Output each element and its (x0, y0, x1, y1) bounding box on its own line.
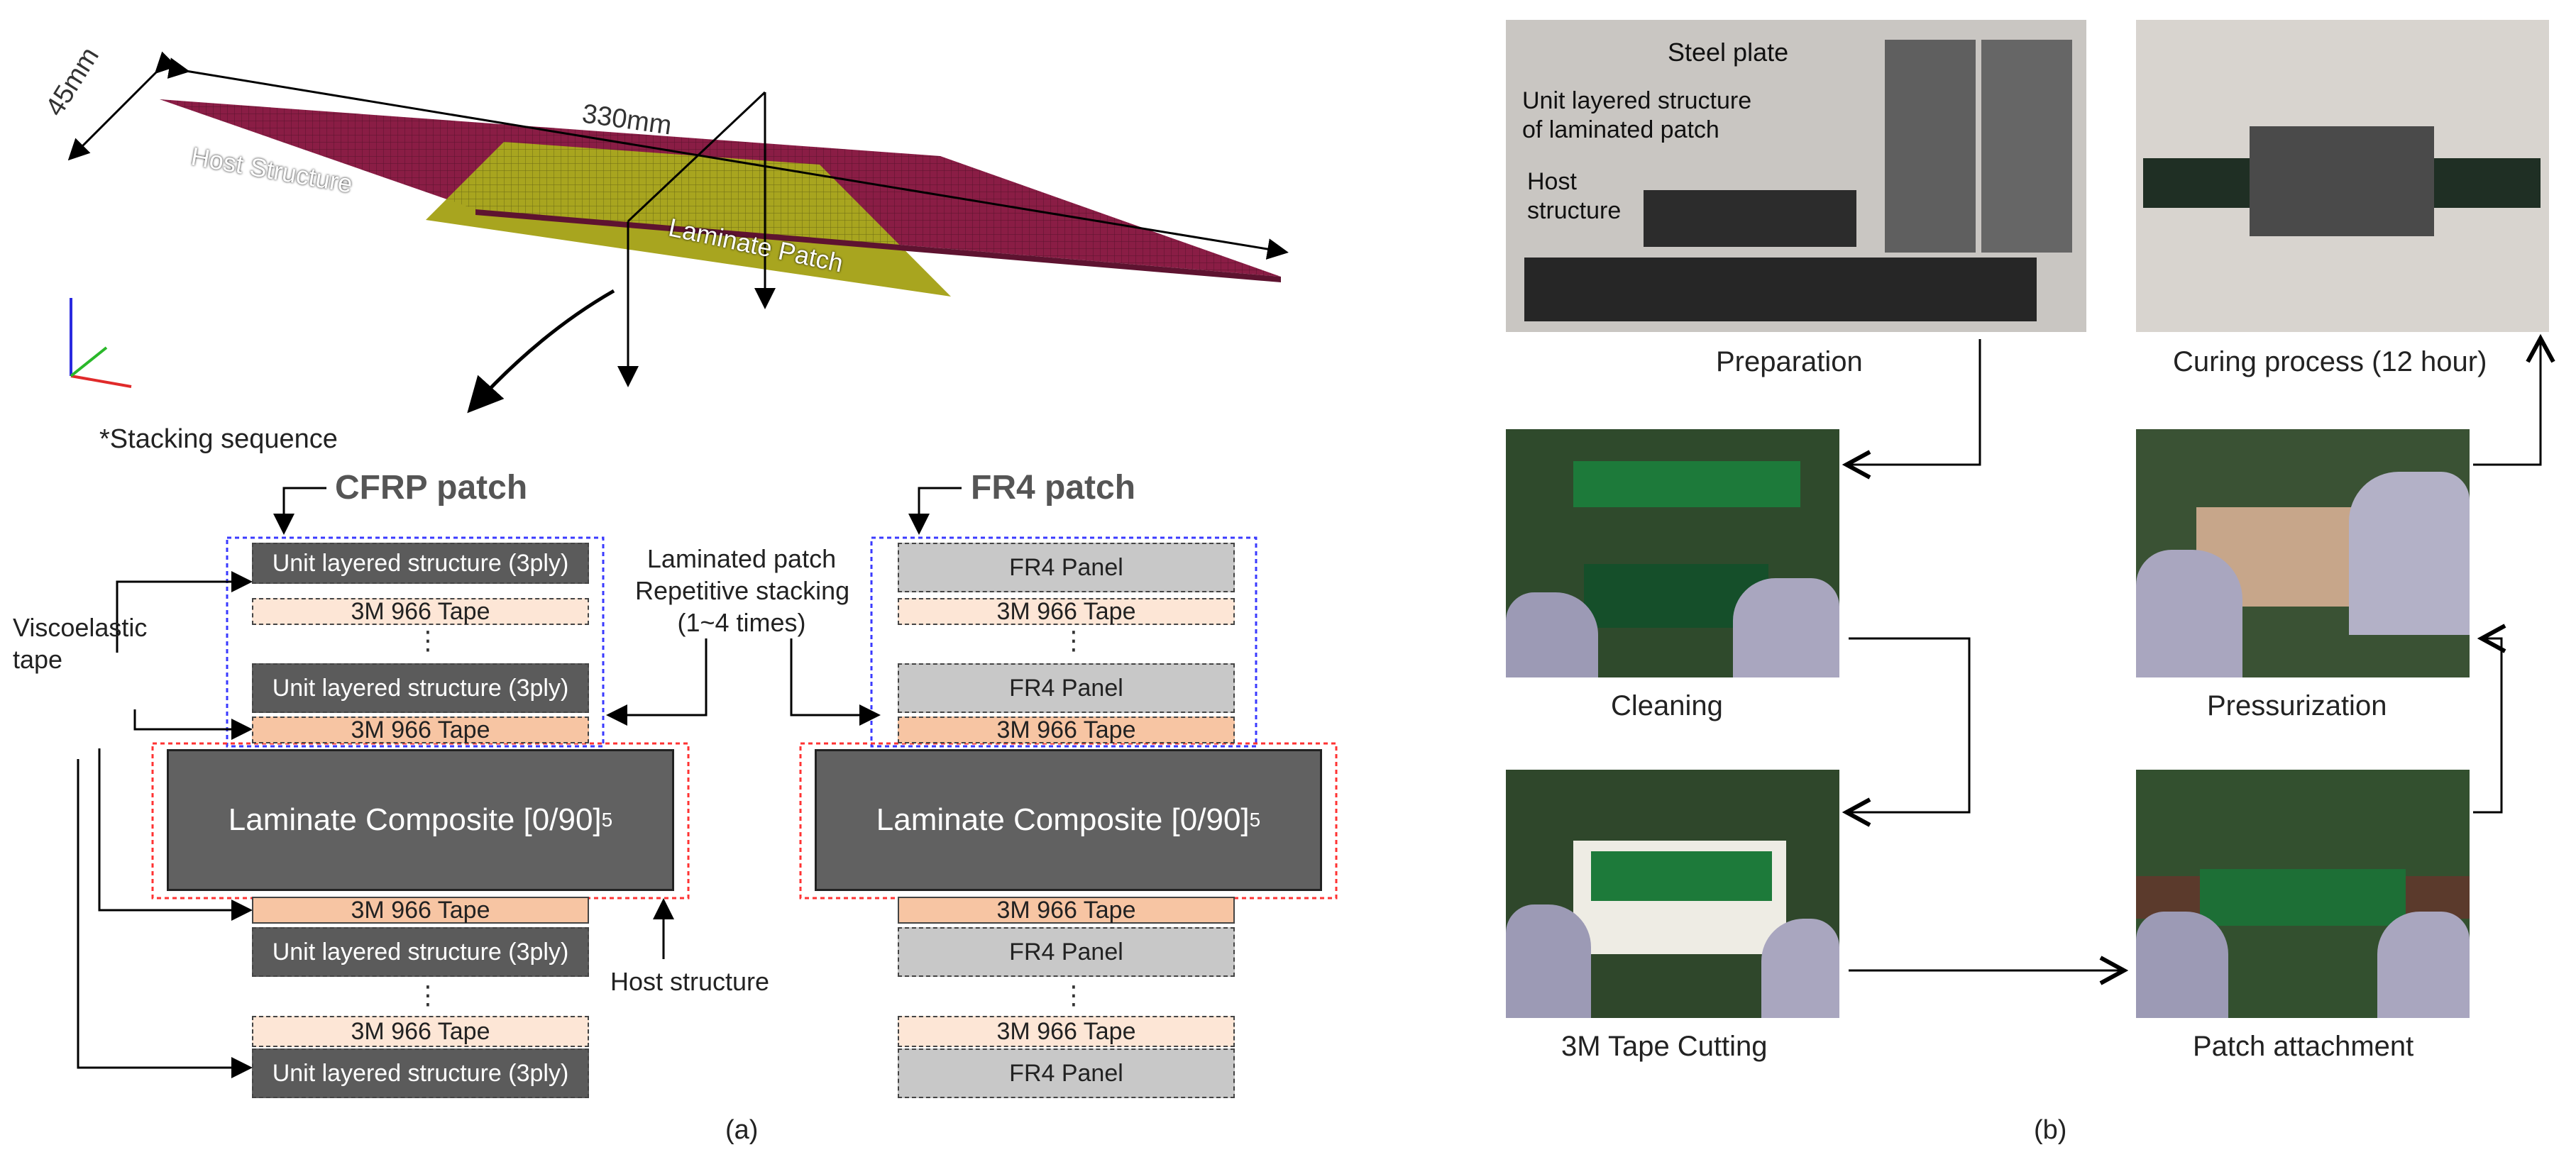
left-glove (1506, 904, 1591, 1018)
fr4-upper-dots: ⋮ (1061, 626, 1086, 655)
stacking-sequence-title: *Stacking sequence (99, 424, 338, 454)
left-glove (1506, 592, 1598, 677)
patch-attachment-photo (2136, 770, 2470, 1018)
curing-caption: Curing process (12 hour) (2173, 346, 2487, 377)
tape-cutting-caption: 3M Tape Cutting (1561, 1031, 1768, 1062)
prep-steel-plate-label: Steel plate (1668, 38, 1789, 67)
tape-cutting-photo (1506, 770, 1839, 1018)
preparation-photo (1506, 20, 2086, 332)
laminate-label: Laminate Composite [0/90] (876, 802, 1250, 837)
right-glove (1733, 578, 1839, 677)
cfrp-unit-layer-3: Unit layered structure (3ply) (252, 927, 589, 977)
flow-arrows (1849, 339, 2541, 970)
steel-plate-1 (1885, 40, 1976, 253)
green-patch (2200, 869, 2406, 926)
fr4-tape-3: 3M 966 Tape (898, 897, 1235, 924)
laminated-patch-label: Laminated patch Repetitive stacking (1~4… (635, 544, 850, 637)
laminate-label: Laminate Composite [0/90] (228, 802, 602, 837)
cfrp-upper-dots: ⋮ (415, 626, 441, 655)
fr4-tape-2: 3M 966 Tape (898, 716, 1235, 743)
prep-unit-label: Unit layered structure of laminated patc… (1522, 87, 1752, 143)
right-glove (2377, 912, 2470, 1018)
fr4-panel-2: FR4 Panel (898, 663, 1235, 713)
cfrp-unit-layer-2: Unit layered structure (3ply) (252, 663, 589, 713)
cleaning-photo (1506, 429, 1839, 677)
pressurization-caption: Pressurization (2207, 690, 2387, 721)
fr4-laminate-composite: Laminate Composite [0/90]5 (815, 749, 1322, 891)
cfrp-lower-dots: ⋮ (415, 980, 441, 1009)
right-glove (2349, 472, 2470, 635)
plate-model (160, 99, 1281, 297)
cfrp-tape-2: 3M 966 Tape (252, 716, 589, 743)
viscoelastic-tape-label: Viscoelastic tape (13, 613, 148, 674)
fr4-panel-1: FR4 Panel (898, 543, 1235, 592)
host-structure-piece (1524, 258, 2037, 321)
cfrp-tape-3: 3M 966 Tape (252, 897, 589, 924)
laminate-subscript: 5 (1249, 809, 1261, 831)
cfrp-unit-layer-1: Unit layered structure (3ply) (252, 543, 589, 584)
fr4-patch-title: FR4 patch (971, 469, 1136, 507)
patch-attachment-caption: Patch attachment (2193, 1031, 2414, 1062)
fr4-lower-dots: ⋮ (1061, 980, 1086, 1009)
curing-photo (2136, 20, 2549, 332)
host-structure-pointer-label: Host structure (610, 967, 770, 996)
panel-b-label: (b) (2034, 1115, 2067, 1145)
right-glove (1761, 919, 1839, 1018)
prep-host-label: Host structure (1527, 168, 1622, 224)
steel-plate-2 (1981, 40, 2072, 253)
width-dimension-arrow (67, 51, 177, 161)
cfrp-patch-title: CFRP patch (335, 469, 528, 507)
cfrp-unit-layer-4: Unit layered structure (3ply) (252, 1048, 589, 1098)
cfrp-patch-box (226, 536, 605, 748)
fr4-panel-3: FR4 Panel (898, 927, 1235, 977)
length-dimension-arrow (167, 57, 1289, 260)
green-panel (1573, 461, 1800, 507)
preparation-caption: Preparation (1716, 346, 1863, 377)
fr4-tape-4: 3M 966 Tape (898, 1016, 1235, 1047)
cfrp-tape-4: 3M 966 Tape (252, 1016, 589, 1047)
green-patch (1591, 851, 1772, 901)
cfrp-host-box (151, 742, 690, 900)
curved-arrow-icon (467, 289, 615, 414)
pressurization-photo (2136, 429, 2470, 677)
laminate-subscript: 5 (601, 809, 613, 831)
cfrp-laminate-composite: Laminate Composite [0/90]5 (167, 749, 674, 891)
left-glove (2136, 912, 2228, 1018)
panel-a-label: (a) (725, 1115, 759, 1145)
cleaning-caption: Cleaning (1611, 690, 1723, 721)
unit-layer-piece (1644, 190, 1856, 247)
fr4-tape-1: 3M 966 Tape (898, 598, 1235, 625)
fr4-panel-4: FR4 Panel (898, 1048, 1235, 1098)
fr4-host-box (799, 742, 1338, 900)
steel-clamp (2250, 126, 2434, 236)
cfrp-tape-1: 3M 966 Tape (252, 598, 589, 625)
axis-triad-icon (70, 298, 132, 388)
left-glove (2136, 550, 2242, 677)
